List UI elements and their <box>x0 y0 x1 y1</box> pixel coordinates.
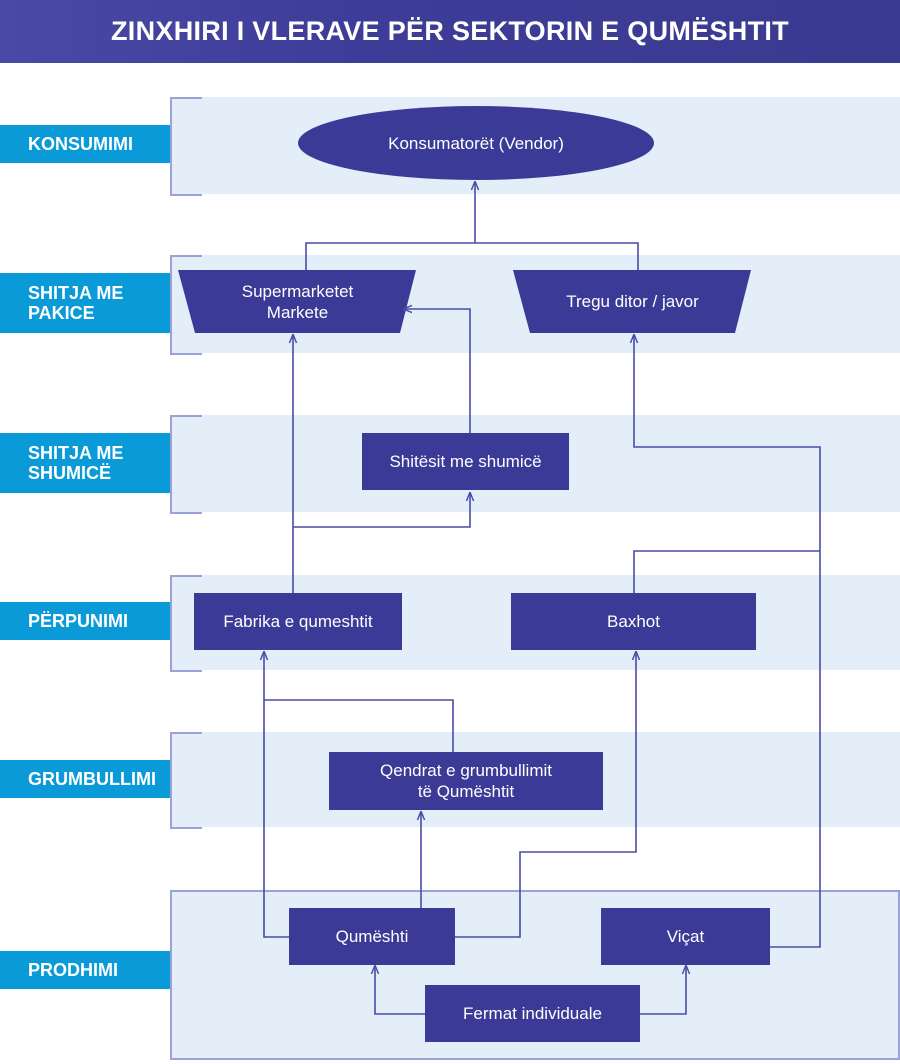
stage-pakice: SHITJA ME PAKICE <box>0 273 170 333</box>
bracket-grumbullimi <box>170 732 202 829</box>
node-supermarketet-line2: Markete <box>266 302 329 322</box>
bracket-konsumimi <box>170 97 202 196</box>
stage-pakice-line2: PAKICE <box>28 303 95 323</box>
arrow-fermat-vicat <box>640 966 686 1015</box>
stage-perpunimi: PËRPUNIMI <box>0 602 170 640</box>
stage-grumbullimi-label: GRUMBULLIMI <box>28 769 156 789</box>
node-fermat-label: Fermat individuale <box>463 1004 602 1023</box>
node-tregu-shape <box>513 270 751 333</box>
node-konsumatoret-label: Konsumatorët (Vendor) <box>388 133 564 153</box>
node-qendrat-line2: të Qumështit <box>417 782 515 801</box>
node-baxhot: Baxhot <box>511 593 756 650</box>
node-fabrika: Fabrika e qumeshtit <box>194 593 402 650</box>
bracket-perpunimi <box>170 575 202 672</box>
node-qendrat: Qendrat e grumbullimit të Qumështit <box>329 752 603 810</box>
arrow-shitesit-supermarketet <box>404 309 471 433</box>
arrow-qumeshti-baxhot <box>455 652 636 938</box>
stage-grumbullimi: GRUMBULLIMI <box>0 760 170 798</box>
bracket-shumice <box>170 415 202 514</box>
stage-shumice: SHITJA ME SHUMICË <box>0 433 170 493</box>
stage-pakice-line1: SHITJA ME <box>28 283 124 303</box>
node-tregu: Tregu ditor / javor <box>520 270 745 333</box>
node-qumeshti-label: Qumështi <box>335 927 409 946</box>
diagram-title: ZINXHIRI I VLERAVE PËR SEKTORIN E QUMËSH… <box>111 16 789 46</box>
node-fermat: Fermat individuale <box>425 985 640 1042</box>
stage-konsumimi-label: KONSUMIMI <box>28 134 133 154</box>
bracket-pakice <box>170 255 202 355</box>
node-konsumatoret: Konsumatorët (Vendor) <box>298 106 654 180</box>
arrow-vicat-tregu <box>634 335 821 948</box>
stage-perpunimi-label: PËRPUNIMI <box>28 611 129 631</box>
arrow-fermat-qumeshti <box>375 966 425 1015</box>
node-konsumatoret-shape <box>298 106 654 180</box>
connector-retail-consumers <box>305 242 639 270</box>
node-supermarketet-shape <box>178 270 416 333</box>
connector-qumeshti-left <box>263 700 289 938</box>
connector-baxhot-trunk <box>633 550 820 593</box>
stage-prodhimi: PRODHIMI <box>0 951 170 989</box>
node-qendrat-line1: Qendrat e grumbullimit <box>380 761 552 780</box>
node-shitesit-label: Shitësit me shumicë <box>389 452 542 471</box>
node-shitesit: Shitësit me shumicë <box>362 433 569 490</box>
node-vicat: Viçat <box>601 908 770 965</box>
stage-prodhimi-label: PRODHIMI <box>28 960 118 980</box>
node-qumeshti: Qumështi <box>289 908 455 965</box>
node-tregu-label: Tregu ditor / javor <box>566 292 699 311</box>
stage-shumice-line1: SHITJA ME <box>28 443 124 463</box>
stage-konsumimi: KONSUMIMI <box>0 125 170 163</box>
arrow-fabrika-shitesit <box>293 493 470 528</box>
node-fabrika-label: Fabrika e qumeshtit <box>223 612 373 631</box>
stage-shumice-line2: SHUMICË <box>28 463 112 483</box>
node-supermarketet: Supermarketet Markete <box>185 270 410 333</box>
title-bar <box>0 0 900 63</box>
node-baxhot-label: Baxhot <box>607 612 660 631</box>
node-supermarketet-line1: Supermarketet <box>241 281 354 301</box>
arrow-qendrat-fabrika <box>264 652 454 752</box>
node-vicat-label: Viçat <box>666 927 705 946</box>
